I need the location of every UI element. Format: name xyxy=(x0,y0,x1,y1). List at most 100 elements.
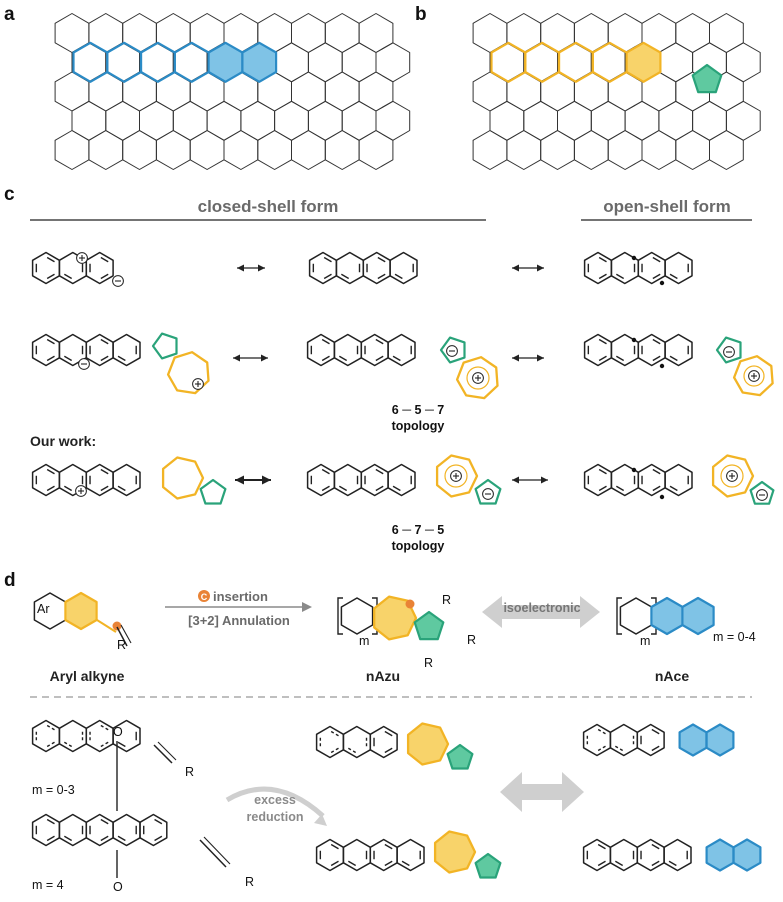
lattice-b-cell xyxy=(607,130,643,170)
double-bond xyxy=(100,485,109,492)
lattice-a-cell xyxy=(341,100,377,141)
double-bond xyxy=(338,355,348,362)
double-bond xyxy=(46,256,55,263)
double-bond xyxy=(321,338,330,345)
double-bond xyxy=(668,860,677,867)
five-ring-675-b xyxy=(474,478,502,505)
topology-label-657: 6 ─ 5 ─ 7 xyxy=(392,403,445,417)
lattice-a-cell xyxy=(291,13,326,53)
m-4-label: m = 4 xyxy=(32,878,64,892)
precursor-acene-ring xyxy=(31,719,61,753)
our-work-label: Our work: xyxy=(30,433,96,449)
lattice-a-cell xyxy=(274,100,309,141)
lattice-a-cell xyxy=(324,71,360,112)
double-bond xyxy=(384,730,393,737)
lattice-b-highlight xyxy=(591,41,628,83)
double-bond xyxy=(651,843,660,850)
double-bond xyxy=(652,273,661,280)
double-bond xyxy=(669,273,678,280)
double-bond xyxy=(340,273,350,280)
alkyne-triple xyxy=(116,626,128,647)
ar-label: Ar xyxy=(37,602,50,616)
double-bond xyxy=(651,745,660,752)
lattice-a-cell xyxy=(105,100,140,141)
m-range-label: m = 0-4 xyxy=(713,630,756,644)
double-bond xyxy=(100,273,109,280)
double-bond xyxy=(100,818,109,825)
double-bond xyxy=(117,485,126,492)
product-five-ring-2 xyxy=(474,852,502,879)
nazu-benzo xyxy=(340,597,374,635)
ar-benzene xyxy=(64,591,98,631)
quinone-o-top: O xyxy=(113,725,123,739)
product-blue-ring-2 xyxy=(705,723,735,757)
acene-657-open-ring xyxy=(664,333,693,367)
aromatic-circle-3 xyxy=(444,464,468,488)
lattice-a-cell xyxy=(54,130,90,170)
acene-675-middle-ring xyxy=(387,463,416,497)
double-bond xyxy=(598,485,607,492)
nazu-seven-ring xyxy=(373,595,418,641)
precursor-acene-ring xyxy=(58,719,88,753)
lattice-a-cell xyxy=(307,100,343,141)
double-bond xyxy=(384,843,393,850)
double-bond xyxy=(598,468,607,475)
lattice-b-cell xyxy=(675,13,710,53)
carbon-insertion-badge xyxy=(198,590,210,602)
double-bond xyxy=(323,273,332,280)
precursor-alkyne xyxy=(153,744,173,764)
lattice-layer xyxy=(54,13,761,170)
seven-ring-657-b xyxy=(455,356,499,400)
annulation-label: [3+2] Annulation xyxy=(188,613,290,628)
lattice-a-cell xyxy=(71,100,107,141)
seven-ring-657-c xyxy=(732,355,774,397)
nace-ring-1 xyxy=(650,596,684,636)
lattice-b-highlight xyxy=(524,41,561,83)
seven-ring-675-c xyxy=(711,454,755,498)
double-bond xyxy=(375,338,384,345)
double-bond xyxy=(651,860,660,867)
lattice-b-highlight xyxy=(557,41,594,83)
lattice-a-cell xyxy=(324,130,360,170)
double-bond xyxy=(384,747,393,754)
double-bond xyxy=(652,468,661,475)
double-bond xyxy=(46,485,55,492)
double-bond xyxy=(46,818,55,825)
double-bond xyxy=(652,338,661,345)
double-bond xyxy=(377,256,386,263)
lattice-b-cell xyxy=(725,100,761,141)
insertion-carbon xyxy=(112,621,122,631)
tetracene-ring xyxy=(389,251,418,285)
double-bond xyxy=(392,355,401,362)
double-bond xyxy=(652,485,661,492)
product-azulene-acene-ring xyxy=(369,725,398,759)
double-bond xyxy=(597,728,606,735)
closed-shell-heading: closed-shell form xyxy=(198,197,339,216)
double-bond xyxy=(154,818,163,825)
double-bond xyxy=(615,355,625,362)
lattice-a-cell xyxy=(88,130,124,170)
double-bond xyxy=(598,338,607,345)
five-ring-675-c xyxy=(749,480,775,505)
insertion-label: insertion xyxy=(213,589,268,604)
reduction-arrow-head xyxy=(314,814,327,826)
precursor-alkyne-2 xyxy=(157,741,177,761)
double-bond xyxy=(375,355,384,362)
nazu-insertion-carbon xyxy=(405,599,415,609)
forward-arrow-head xyxy=(235,475,271,485)
lattice-a-cell xyxy=(172,100,208,141)
product-azulene-acene-ring xyxy=(315,725,345,759)
double-bond xyxy=(154,835,163,842)
lattice-b-cell xyxy=(540,130,575,170)
lattice-a-cell xyxy=(291,130,326,170)
comparison-arrow xyxy=(500,772,584,812)
isoelectronic-arrow xyxy=(482,596,600,628)
double-bond xyxy=(330,730,339,737)
lattice-a-cell xyxy=(223,130,259,170)
resonance-arrow-1-heads xyxy=(237,264,265,272)
double-bond xyxy=(401,860,410,867)
double-bond xyxy=(375,485,384,492)
double-bond xyxy=(63,835,73,842)
acene-675-open-ring xyxy=(664,463,693,497)
